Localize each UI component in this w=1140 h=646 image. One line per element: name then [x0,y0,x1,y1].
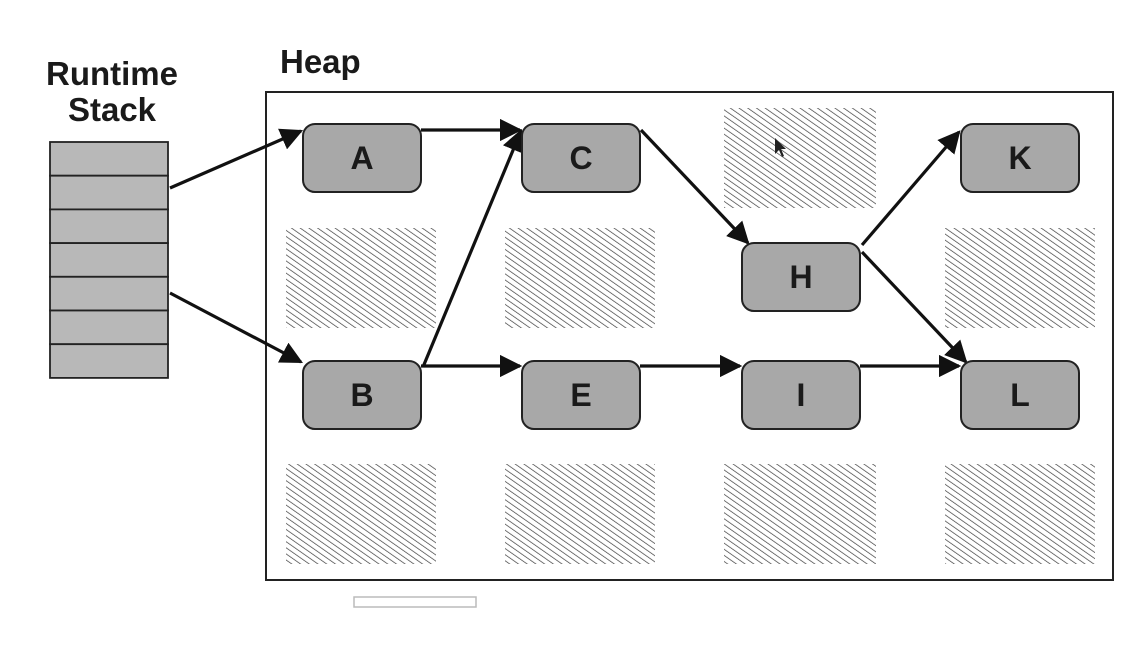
heap-object-box [521,360,641,430]
stack-slot [49,309,169,346]
mouse-cursor-icon [775,138,786,157]
heap-object-b: B [302,360,422,430]
runtime-stack [49,141,169,379]
arrow-h-to-l [860,250,968,364]
free-block [724,464,876,564]
free-block [286,228,436,328]
free-block [945,464,1095,564]
heap-object-box [521,123,641,193]
heap-object-box [302,360,422,430]
arrow-stack-to-a [169,128,304,190]
free-block [286,464,436,564]
arrow-b-to-c [421,128,524,368]
heap-object-c: C [521,123,641,193]
heap-object-label: E [570,377,591,413]
free-block [724,108,876,208]
heap-object-box [960,123,1080,193]
arrow-h-to-k [860,130,961,247]
heap-objects: A B C E H I K L [302,123,1080,430]
heap-object-label: A [350,140,373,176]
stack-slot [49,141,169,177]
heap-object-h: H [741,242,861,312]
footer-box [353,596,477,608]
heap-object-label: C [569,140,592,176]
reference-arrows [169,118,968,378]
stack-slot [49,343,169,379]
free-block [505,464,655,564]
heap-object-k: K [960,123,1080,193]
heap-object-l: L [960,360,1080,430]
heap-object-label: B [350,377,373,413]
heap-object-box [960,360,1080,430]
heap-object-label: H [789,259,812,295]
stack-slot [49,242,169,278]
stack-slot [49,275,169,312]
free-block [945,228,1095,328]
heap-object-box [741,242,861,312]
heap-object-label: L [1010,377,1030,413]
heap-object-box [741,360,861,430]
arrow-c-to-h [639,128,750,245]
heap-object-box [302,123,422,193]
arrow-stack-to-b [169,291,303,364]
heap-object-a: A [302,123,422,193]
heap-object-e: E [521,360,641,430]
heap-object-label: I [797,377,806,413]
free-block [505,228,655,328]
stack-slot [49,174,169,211]
heap-object-i: I [741,360,861,430]
heap-title: Heap [280,43,361,80]
free-memory-blocks [286,108,1095,564]
stack-slot [49,208,169,244]
heap-object-label: K [1008,140,1031,176]
